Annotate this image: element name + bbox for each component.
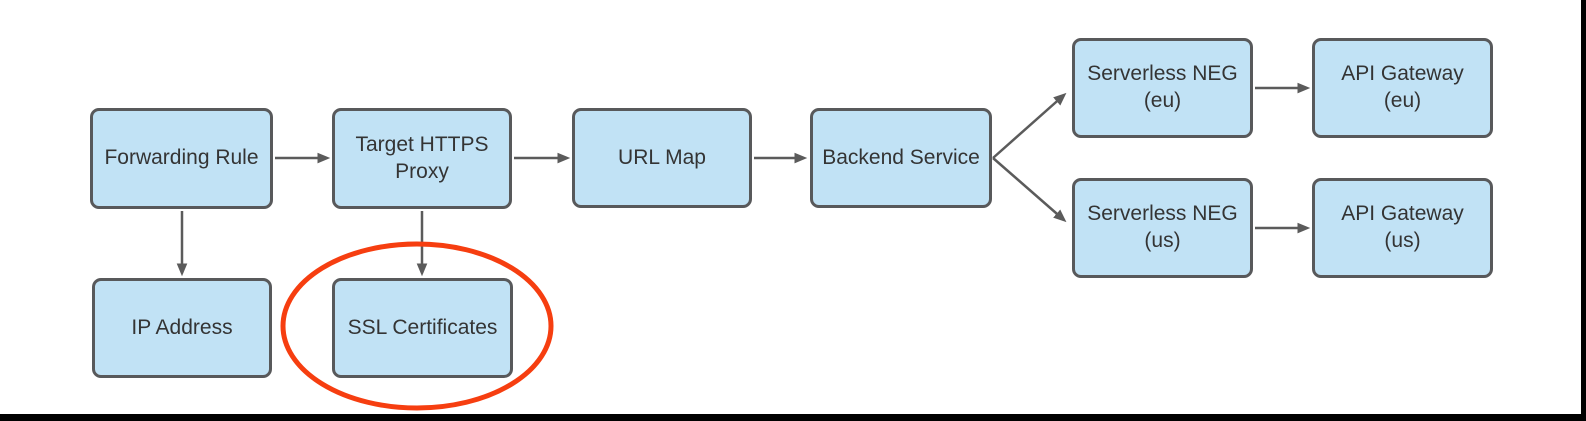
- node-forwarding-rule: Forwarding Rule: [90, 108, 273, 209]
- node-api-gateway-eu: API Gateway (eu): [1312, 38, 1493, 138]
- node-label: URL Map: [618, 145, 706, 169]
- node-ssl-certificates: SSL Certificates: [332, 278, 513, 378]
- window-edge-bottom: [0, 414, 1586, 421]
- node-ip-address: IP Address: [92, 278, 272, 378]
- node-label: Target HTTPS Proxy: [355, 132, 489, 183]
- node-serverless-neg-us: Serverless NEG (us): [1072, 178, 1253, 278]
- node-label: API Gateway (us): [1341, 202, 1464, 252]
- window-edge-right: [1581, 0, 1586, 421]
- node-url-map: URL Map: [572, 108, 752, 208]
- node-label: Serverless NEG (eu): [1087, 62, 1238, 112]
- node-label: Serverless NEG (us): [1087, 202, 1238, 252]
- node-label: API Gateway (eu): [1341, 62, 1464, 112]
- node-api-gateway-us: API Gateway (us): [1312, 178, 1493, 278]
- node-backend-service: Backend Service: [810, 108, 992, 208]
- edge-backend-service-to-serverless-neg-eu: [992, 92, 1067, 159]
- node-label: Forwarding Rule: [104, 146, 259, 170]
- node-label: Backend Service: [822, 145, 980, 169]
- node-label: SSL Certificates: [347, 315, 498, 339]
- edge-backend-service-to-serverless-neg-us: [992, 157, 1067, 223]
- node-label: IP Address: [131, 315, 233, 339]
- node-serverless-neg-eu: Serverless NEG (eu): [1072, 38, 1253, 138]
- node-target-https-proxy: Target HTTPS Proxy: [332, 108, 512, 209]
